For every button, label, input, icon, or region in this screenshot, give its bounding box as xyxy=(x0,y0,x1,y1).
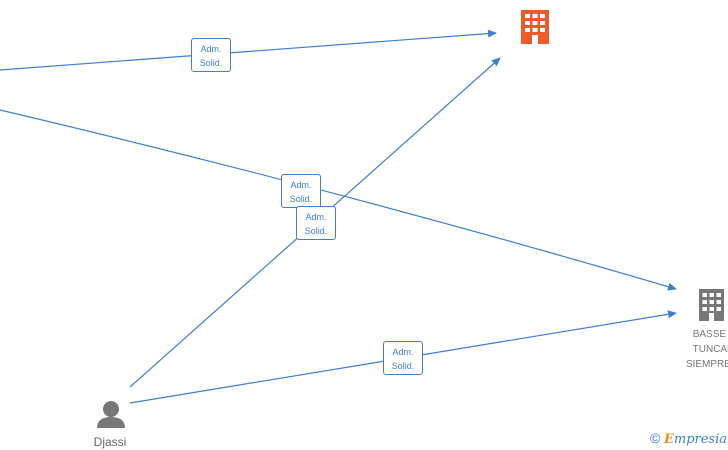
copyright-icon: © xyxy=(650,430,661,446)
company-label-line: BASSE Y xyxy=(692,329,728,340)
edge-label-line2: Solid. xyxy=(304,226,328,236)
edge-label-adm-solid[interactable]: Adm. Solid. xyxy=(191,38,231,72)
edge-label-line1: Adm. xyxy=(290,180,312,190)
edge-line-left-to-top-company xyxy=(0,29,497,71)
edge-label-line1: Adm. xyxy=(200,44,222,54)
edge-line-left-to-right-company xyxy=(0,109,677,291)
company-label[interactable]: BASSE Y TUNCAM SIEMPRE ... xyxy=(674,327,728,372)
edge-label-line2: Solid. xyxy=(199,58,223,68)
person-icon[interactable] xyxy=(97,401,125,428)
edge-label-line1: Adm. xyxy=(392,347,414,357)
edge-label-line2: Solid. xyxy=(289,194,313,204)
person-name[interactable]: Djassi xyxy=(93,435,127,449)
edge-label-line1: Adm. xyxy=(305,212,327,222)
edge-label-adm-solid[interactable]: Adm. Solid. xyxy=(383,341,423,375)
edge-label-adm-solid[interactable]: Adm. Solid. xyxy=(296,206,336,240)
building-icon[interactable] xyxy=(521,10,549,44)
building-icon[interactable] xyxy=(699,289,724,321)
brand-initial: E xyxy=(663,432,674,447)
brand-name: mpresia xyxy=(673,432,728,447)
empresia-watermark: © Empresia xyxy=(650,430,727,447)
company-label-line: SIEMPRE ... xyxy=(685,359,728,370)
edge-label-line2: Solid. xyxy=(391,361,415,371)
edge-label-adm-solid[interactable]: Adm. Solid. xyxy=(281,174,321,208)
company-label-line: TUNCAM xyxy=(692,344,728,355)
